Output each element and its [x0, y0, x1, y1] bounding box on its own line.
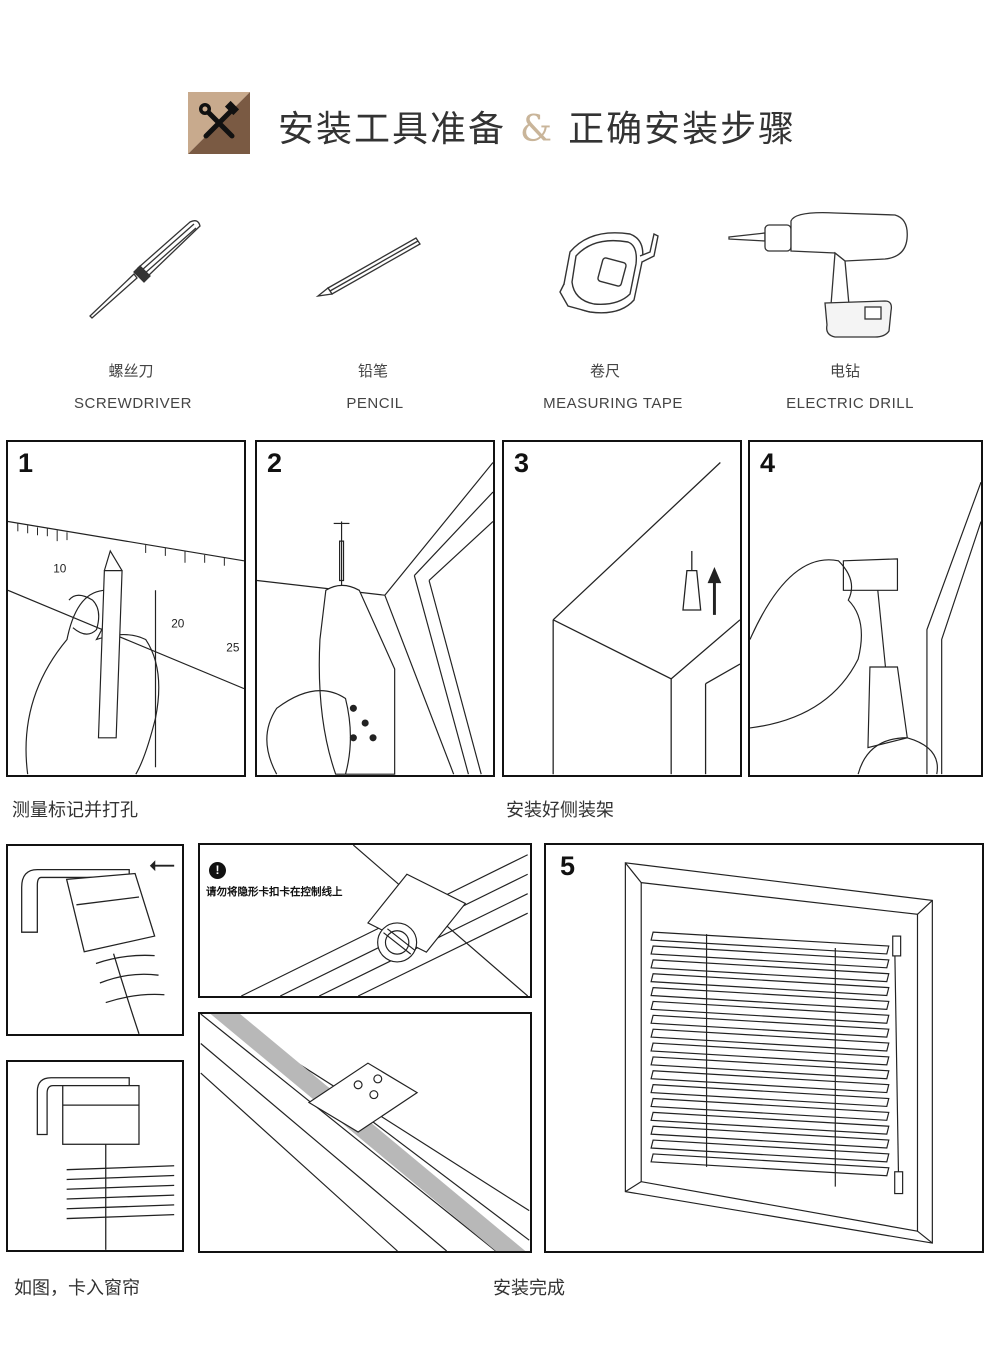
- clip-on-rail-illustration: [200, 1014, 530, 1251]
- electric-drill-icon: [728, 212, 908, 338]
- step-3-panel: 3: [502, 440, 742, 777]
- blind-slat: [650, 1070, 890, 1094]
- finished-blind-illustration: [624, 862, 933, 1244]
- tool-name-en: PENCIL: [346, 395, 404, 412]
- measuring-tape-icon: [559, 232, 659, 314]
- blind-slat: [650, 1042, 890, 1066]
- bracket-install-illustration: [552, 462, 740, 775]
- caption-measure: 测量标记并打孔: [12, 800, 138, 821]
- clip-on-rail-panel: [198, 1012, 532, 1253]
- blind-slat: [650, 1014, 890, 1038]
- step-number: 3: [514, 448, 530, 478]
- clip-insert-illustration: [21, 860, 175, 1034]
- title-part2: 正确安装步骤: [568, 109, 797, 150]
- warning-icon: !: [209, 862, 226, 879]
- tool-name-en: ELECTRIC DRILL: [786, 395, 914, 412]
- tool-name-en: SCREWDRIVER: [73, 395, 192, 412]
- blind-slat: [650, 1000, 890, 1024]
- clip-detail-panel-2: [6, 1060, 184, 1252]
- tool-name-en: MEASURING TAPE: [543, 395, 683, 412]
- blind-slat: [650, 1097, 890, 1121]
- blind-slat: [650, 1111, 890, 1135]
- blind-slat: [650, 1139, 890, 1163]
- blind-slat: [650, 1125, 890, 1149]
- drilling-illustration: [257, 462, 493, 775]
- clip-installed-illustration: [36, 1077, 175, 1250]
- header-icon: [188, 92, 250, 154]
- tool-name-cn: 卷尺: [589, 362, 620, 380]
- tools-icon: [188, 92, 250, 154]
- blind-slat: [650, 945, 890, 969]
- blind-slat: [650, 1056, 890, 1080]
- caption-bracket: 安装好侧装架: [506, 800, 614, 821]
- title-part1: 安装工具准备: [278, 109, 507, 150]
- tool-name-cn: 螺丝刀: [108, 362, 154, 380]
- warning-text: 请勿将隐形卡扣卡在控制线上: [206, 886, 343, 898]
- page-title: 安装工具准备&正确安装步骤: [278, 100, 796, 152]
- caption-complete: 安装完成: [493, 1278, 565, 1299]
- hidden-clip-illustration: [241, 845, 529, 996]
- blind-slat: [650, 931, 890, 955]
- blind-slat: [650, 1153, 890, 1177]
- step-4-panel: 4: [748, 440, 983, 777]
- pencil-icon: [315, 237, 421, 297]
- tool-name-cn: 铅笔: [357, 362, 388, 380]
- title-ampersand: &: [520, 109, 555, 150]
- step-2-panel: 2: [255, 440, 495, 777]
- blind-slat: [650, 1028, 890, 1052]
- step-1-panel: 10 20 25 1: [6, 440, 246, 777]
- tool-name-cn: 电钻: [829, 362, 860, 380]
- blind-slat: [650, 986, 890, 1011]
- blind-slat: [650, 973, 890, 997]
- step-number: 4: [760, 448, 776, 478]
- clip-detail-panel-1: [6, 844, 184, 1036]
- step-number: 2: [267, 448, 283, 478]
- caption-clip-in: 如图，卡入窗帘: [14, 1278, 140, 1299]
- step-number: 5: [560, 851, 576, 881]
- step-5-panel: 5: [544, 843, 984, 1253]
- warning-panel: ! 请勿将隐形卡扣卡在控制线上: [198, 843, 532, 998]
- blind-slat: [650, 959, 890, 983]
- screw-bracket-illustration: [750, 481, 981, 775]
- measure-mark-illustration: 10 20 25: [8, 520, 244, 775]
- ruler-mark-10: 10: [53, 562, 67, 576]
- step-number: 1: [18, 448, 34, 478]
- screwdriver-icon: [89, 220, 201, 319]
- ruler-mark-25: 25: [226, 640, 240, 654]
- ruler-mark-20: 20: [171, 617, 185, 631]
- blind-slat: [650, 1084, 890, 1108]
